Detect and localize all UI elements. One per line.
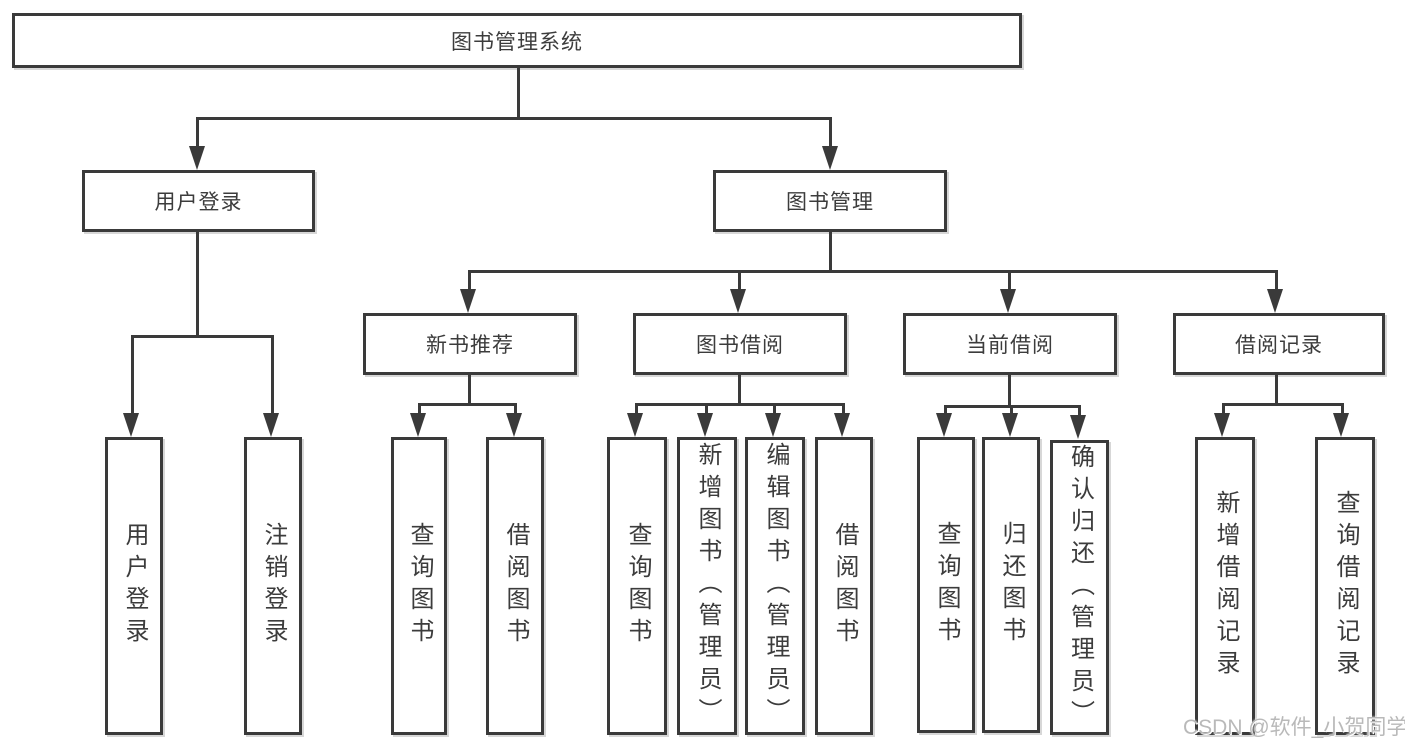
node-current-borrow: 当前借阅 xyxy=(903,313,1117,375)
leaf-add-books-admin: 新增图书（管理员） xyxy=(677,437,737,735)
leaf-borrow-books: 借阅图书 xyxy=(815,437,873,735)
connector-line xyxy=(842,403,845,417)
leaf-add-borrow-record: 新增借阅记录 xyxy=(1195,437,1255,735)
connector-line xyxy=(829,117,832,151)
node-label: 用户登录 xyxy=(154,191,243,214)
arrowhead-down-icon xyxy=(123,413,139,437)
leaf-label: 查询图书 xyxy=(933,521,960,649)
arrowhead-down-icon xyxy=(627,413,643,437)
arrowhead-down-icon xyxy=(263,413,279,437)
leaf-query-borrow-record: 查询借阅记录 xyxy=(1315,437,1375,735)
connector-line xyxy=(1222,403,1344,406)
arrowhead-down-icon xyxy=(410,413,426,437)
connector-line xyxy=(196,117,199,151)
arrowhead-down-icon xyxy=(1070,415,1086,439)
arrowhead-down-icon xyxy=(189,146,205,170)
connector-line xyxy=(635,403,845,406)
leaf-logout: 注销登录 xyxy=(244,437,302,735)
connector-line xyxy=(1222,403,1225,417)
connector-line xyxy=(705,403,708,417)
leaf-query-books-borrow: 查询图书 xyxy=(607,437,667,735)
connector-line xyxy=(131,335,274,338)
arrowhead-down-icon xyxy=(1214,413,1230,437)
node-label: 图书管理系统 xyxy=(451,30,583,54)
connector-line xyxy=(418,403,517,406)
arrowhead-down-icon xyxy=(1000,289,1016,313)
arrowhead-down-icon xyxy=(697,413,713,437)
connector-line xyxy=(468,270,1278,273)
leaf-label: 借阅图书 xyxy=(831,522,858,650)
csdn-watermark: CSDN @软件_小贺同学 xyxy=(1183,716,1405,739)
arrowhead-down-icon xyxy=(730,289,746,313)
leaf-label: 新增图书（管理员） xyxy=(694,442,721,730)
connector-line xyxy=(514,403,517,417)
node-label: 图书管理 xyxy=(786,191,874,214)
node-user-login: 用户登录 xyxy=(82,170,315,232)
connector-line xyxy=(418,403,421,417)
connector-line xyxy=(944,405,947,417)
node-label: 当前借阅 xyxy=(966,334,1054,357)
leaf-label: 查询借阅记录 xyxy=(1332,490,1359,682)
leaf-label: 新增借阅记录 xyxy=(1212,490,1239,682)
arrowhead-down-icon xyxy=(834,413,850,437)
leaf-query-books-current: 查询图书 xyxy=(917,437,975,733)
arrowhead-down-icon xyxy=(1002,413,1018,437)
node-book-management: 图书管理 xyxy=(713,170,947,232)
node-root-library-system: 图书管理系统 xyxy=(12,13,1022,68)
connector-line xyxy=(468,270,471,292)
leaf-label: 编辑图书（管理员） xyxy=(762,442,789,730)
leaf-label: 用户登录 xyxy=(121,522,148,650)
connector-line xyxy=(517,68,520,120)
connector-line xyxy=(196,232,199,338)
arrowhead-down-icon xyxy=(765,413,781,437)
leaf-label: 查询图书 xyxy=(624,522,651,650)
connector-line xyxy=(1341,403,1344,417)
arrowhead-down-icon xyxy=(506,413,522,437)
connector-line xyxy=(1078,405,1081,417)
node-borrow-records: 借阅记录 xyxy=(1173,313,1385,375)
leaf-label: 归还图书 xyxy=(998,521,1025,649)
connector-line xyxy=(196,117,832,120)
leaf-label: 确认归还（管理员） xyxy=(1066,443,1094,732)
connector-line xyxy=(468,375,471,406)
node-label: 新书推荐 xyxy=(426,334,514,357)
leaf-borrow-books-recommend: 借阅图书 xyxy=(486,437,544,735)
leaf-return-books: 归还图书 xyxy=(982,437,1040,733)
arrowhead-down-icon xyxy=(1333,413,1349,437)
leaf-label: 借阅图书 xyxy=(502,522,529,650)
connector-line xyxy=(1010,405,1013,417)
connector-line xyxy=(131,335,134,415)
connector-line xyxy=(1275,270,1278,292)
node-label: 借阅记录 xyxy=(1235,334,1323,357)
node-label: 图书借阅 xyxy=(696,334,784,357)
arrowhead-down-icon xyxy=(936,413,952,437)
leaf-label: 注销登录 xyxy=(260,522,287,650)
arrowhead-down-icon xyxy=(822,146,838,170)
node-new-book-recommend: 新书推荐 xyxy=(363,313,577,375)
connector-line xyxy=(635,403,638,417)
leaf-label: 查询图书 xyxy=(406,522,433,650)
connector-line xyxy=(738,270,741,292)
connector-line xyxy=(1008,375,1011,408)
connector-line xyxy=(773,403,776,417)
arrowhead-down-icon xyxy=(1267,289,1283,313)
leaf-confirm-return-admin: 确认归还（管理员） xyxy=(1050,440,1109,735)
connector-line xyxy=(1275,375,1278,406)
connector-line xyxy=(738,375,741,406)
connector-line xyxy=(1008,270,1011,292)
leaf-edit-books-admin: 编辑图书（管理员） xyxy=(745,437,805,735)
leaf-user-login: 用户登录 xyxy=(105,437,163,735)
connector-line xyxy=(829,232,832,273)
leaf-query-books-recommend: 查询图书 xyxy=(391,437,447,735)
arrowhead-down-icon xyxy=(460,289,476,313)
connector-line xyxy=(271,335,274,415)
node-book-borrow: 图书借阅 xyxy=(633,313,847,375)
